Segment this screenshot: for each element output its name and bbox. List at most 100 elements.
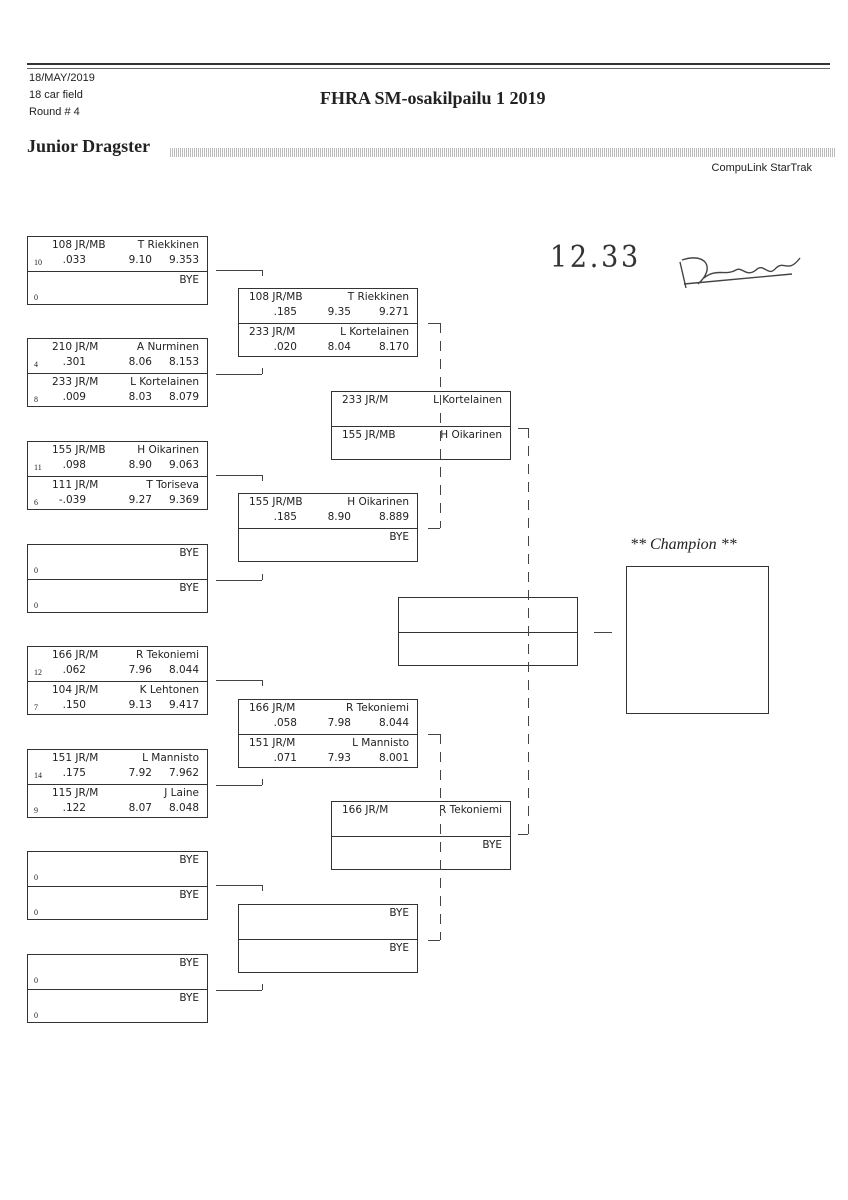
connector xyxy=(518,428,528,429)
connector xyxy=(262,574,263,580)
driver-name: BYE xyxy=(389,531,409,543)
speed: 8.889 xyxy=(378,511,409,523)
connector xyxy=(440,734,441,940)
reaction-time: .062 xyxy=(62,664,86,676)
connector xyxy=(262,779,263,785)
reaction-time: .020 xyxy=(273,341,297,353)
top-rule xyxy=(27,63,830,65)
connector xyxy=(216,990,262,991)
top-rule-thin xyxy=(27,68,830,69)
racer-slot: BYE xyxy=(239,905,417,939)
lane-seed: 10 xyxy=(34,258,42,267)
connector xyxy=(262,885,263,891)
driver-name: BYE xyxy=(179,992,199,1004)
lane-seed: 0 xyxy=(34,601,38,610)
reaction-time: .185 xyxy=(273,511,297,523)
connector xyxy=(440,323,441,528)
racer-slot: BYE xyxy=(239,939,417,974)
elapsed-time: 9.35 xyxy=(327,306,351,318)
match-box xyxy=(398,597,578,666)
driver-name: A Nurminen xyxy=(136,341,199,353)
lane-seed: 9 xyxy=(34,806,38,815)
car-class: 166 JR/M xyxy=(52,649,99,661)
lane-seed: 14 xyxy=(34,771,42,780)
lane-seed: 0 xyxy=(34,1011,38,1020)
car-class: 155 JR/MB xyxy=(52,444,106,456)
lane-seed: 0 xyxy=(34,873,38,882)
event-date: 18/MAY/2019 xyxy=(29,72,95,84)
elapsed-time: 9.10 xyxy=(128,254,152,266)
connector xyxy=(428,323,440,324)
speed: 9.063 xyxy=(168,459,199,471)
reaction-time: .009 xyxy=(62,391,86,403)
lane-seed: 0 xyxy=(34,908,38,917)
car-class: 104 JR/M xyxy=(52,684,99,696)
driver-name: T Toriseva xyxy=(146,479,199,491)
car-class: 108 JR/MB xyxy=(249,291,303,303)
speed: 9.353 xyxy=(168,254,199,266)
driver-name: BYE xyxy=(179,957,199,969)
lane-seed: 0 xyxy=(34,566,38,575)
driver-name: BYE xyxy=(179,854,199,866)
car-class: 108 JR/MB xyxy=(52,239,106,251)
driver-name: H Oikarinen xyxy=(440,429,502,441)
connector xyxy=(428,734,440,735)
connector xyxy=(262,270,263,276)
speed: 8.079 xyxy=(168,391,199,403)
lane-seed: 6 xyxy=(34,498,38,507)
field-size: 18 car field xyxy=(29,89,83,101)
reaction-time: .150 xyxy=(62,699,86,711)
elapsed-time: 8.07 xyxy=(128,802,152,814)
handwritten-signature xyxy=(679,257,801,289)
car-class: 151 JR/M xyxy=(249,737,296,749)
racer-slot: BYE 0 xyxy=(28,852,207,886)
champion-box xyxy=(626,566,769,714)
round-number: Round # 4 xyxy=(29,106,80,118)
driver-name: H Oikarinen xyxy=(137,444,199,456)
speed: 8.001 xyxy=(378,752,409,764)
lane-seed: 0 xyxy=(34,976,38,985)
racer-slot: BYE 0 xyxy=(28,955,207,989)
connector xyxy=(216,475,262,476)
reaction-time: -.039 xyxy=(58,494,86,506)
connector xyxy=(528,428,529,834)
driver-name: BYE xyxy=(389,942,409,954)
class-title: Junior Dragster xyxy=(27,136,151,156)
connector xyxy=(262,984,263,990)
driver-name: H Oikarinen xyxy=(347,496,409,508)
driver-name: T Riekkinen xyxy=(137,239,199,251)
car-class: 115 JR/M xyxy=(52,787,99,799)
handwritten-time: 12.33 xyxy=(550,240,641,275)
car-class: 111 JR/M xyxy=(52,479,99,491)
elapsed-time: 7.92 xyxy=(128,767,152,779)
connector xyxy=(262,368,263,374)
lane-seed: 12 xyxy=(34,668,42,677)
speed: 8.170 xyxy=(378,341,409,353)
elapsed-time: 8.90 xyxy=(128,459,152,471)
racer-slot: BYE xyxy=(332,836,510,871)
car-class: 155 JR/MB xyxy=(249,496,303,508)
reaction-time: .098 xyxy=(62,459,86,471)
car-class: 151 JR/M xyxy=(52,752,99,764)
racer-slot: BYE xyxy=(239,528,417,563)
driver-name: L Kortelainen xyxy=(433,394,502,406)
